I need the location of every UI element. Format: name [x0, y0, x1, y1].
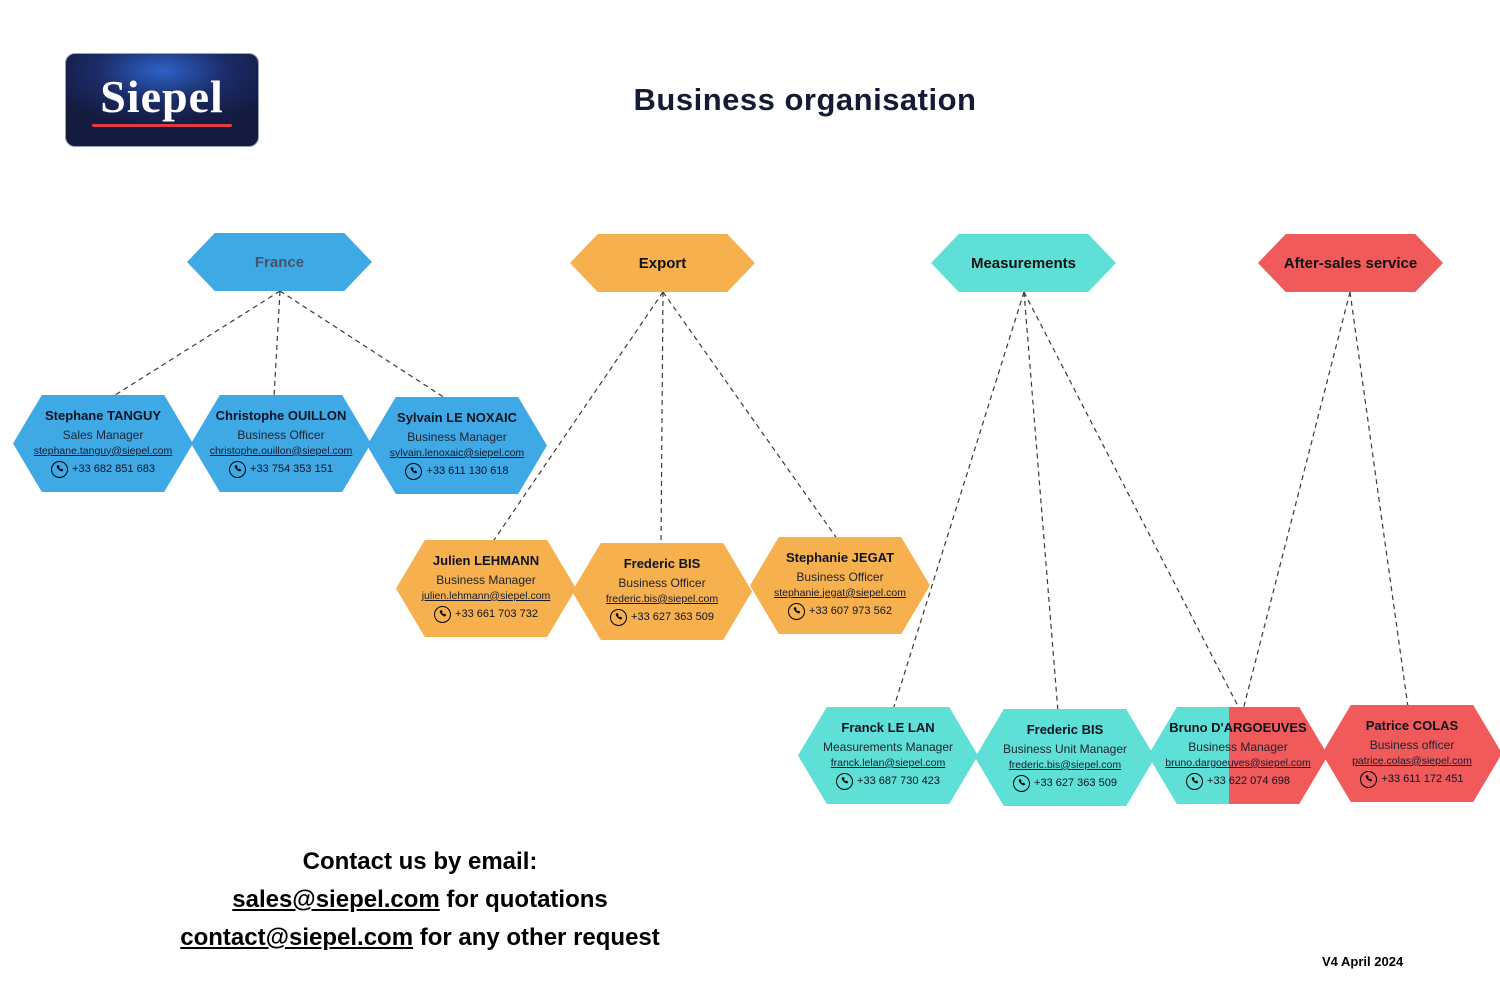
person-email-link[interactable]: franck.lelan@siepel.com: [830, 756, 946, 769]
person-phone-number: +33 661 703 732: [455, 608, 538, 621]
person-phone-number: +33 627 363 509: [1034, 777, 1117, 790]
siepel-logo: Siepel: [65, 53, 259, 147]
category-label-france: France: [254, 253, 305, 271]
person-email-link[interactable]: julien.lehmann@siepel.com: [421, 589, 551, 602]
phone-icon: [836, 772, 854, 790]
person-phone-number: +33 687 730 423: [857, 775, 940, 788]
siepel-logo-text: Siepel: [100, 70, 224, 122]
person-name: Frederic BIS: [623, 556, 701, 572]
phone-icon: [51, 460, 69, 478]
person-email-link[interactable]: christophe.ouillon@siepel.com: [209, 444, 353, 457]
person-email-link[interactable]: stephane.tanguy@siepel.com: [33, 444, 173, 457]
person-name: Bruno D'ARGOEUVES: [1169, 720, 1307, 736]
person-card-patrice-colas: Patrice COLAS Business officer patrice.c…: [1322, 705, 1500, 802]
person-email-link[interactable]: patrice.colas@siepel.com: [1352, 754, 1472, 767]
phone-icon: [405, 462, 423, 480]
category-hex-france: France: [187, 233, 372, 291]
person-phone: +33 622 074 698: [1186, 772, 1290, 790]
phone-icon: [610, 608, 628, 626]
person-role: Business officer: [1369, 738, 1455, 753]
sales-suffix: for quotations: [439, 886, 608, 913]
person-name: Frederic BIS: [1026, 722, 1104, 738]
category-hex-measurements: Measurements: [931, 234, 1116, 292]
contact-sales-line: sales@siepel.com for quotations: [30, 886, 810, 914]
person-card-franck-le-lan: Franck LE LAN Measurements Manager franc…: [798, 707, 978, 804]
person-role: Business Manager: [1188, 740, 1288, 755]
person-name: Franck LE LAN: [841, 720, 935, 736]
category-label-export: Export: [638, 254, 687, 272]
person-role: Business Manager: [436, 573, 536, 588]
person-card-sylvain-le-noxaic: Sylvain LE NOXAIC Business Manager sylva…: [367, 397, 547, 494]
person-phone-number: +33 611 130 618: [426, 465, 509, 478]
person-role: Business Officer: [618, 576, 706, 591]
category-hex-after-sales: After-sales service: [1258, 234, 1443, 292]
person-name: Sylvain LE NOXAIC: [397, 410, 517, 426]
phone-icon: [788, 602, 806, 620]
person-name: Stephanie JEGAT: [785, 550, 895, 566]
person-name: Stephane TANGUY: [44, 408, 162, 424]
person-card-julien-lehmann: Julien LEHMANN Business Manager julien.l…: [396, 540, 576, 637]
person-role: Business Officer: [796, 570, 884, 585]
person-card-stephanie-jegat: Stephanie JEGAT Business Officer stephan…: [750, 537, 930, 634]
category-label-after-sales: After-sales service: [1283, 254, 1418, 272]
person-phone-number: +33 627 363 509: [631, 611, 714, 624]
phone-icon: [1013, 774, 1031, 792]
phone-icon: [434, 605, 452, 623]
person-card-bruno-dargoeuves: Bruno D'ARGOEUVES Business Manager bruno…: [1148, 707, 1328, 804]
person-email-link[interactable]: stephanie.jegat@siepel.com: [773, 586, 907, 599]
person-card-frederic-bis-measurements: Frederic BIS Business Unit Manager frede…: [975, 709, 1155, 806]
sales-email-link[interactable]: sales@siepel.com: [232, 886, 440, 913]
person-phone: +33 611 172 451: [1360, 770, 1464, 788]
person-phone: +33 661 703 732: [434, 605, 538, 623]
person-phone: +33 687 730 423: [836, 772, 940, 790]
person-phone-number: +33 607 973 562: [809, 605, 892, 618]
person-phone: +33 627 363 509: [610, 608, 714, 626]
person-name: Patrice COLAS: [1365, 718, 1459, 734]
person-name: Christophe OUILLON: [215, 408, 347, 424]
person-phone-number: +33 611 172 451: [1381, 773, 1464, 786]
person-role: Business Officer: [237, 428, 325, 443]
person-card-stephane-tanguy: Stephane TANGUY Sales Manager stephane.t…: [13, 395, 193, 492]
person-email-link[interactable]: frederic.bis@siepel.com: [605, 592, 719, 605]
person-phone: +33 611 130 618: [405, 462, 509, 480]
contact-email-link[interactable]: contact@siepel.com: [180, 924, 414, 951]
person-phone: +33 607 973 562: [788, 602, 892, 620]
category-label-measurements: Measurements: [970, 254, 1077, 272]
person-role: Measurements Manager: [822, 740, 954, 755]
person-role: Business Unit Manager: [1002, 742, 1128, 757]
contact-block: Contact us by email: sales@siepel.com fo…: [30, 848, 810, 962]
person-role: Sales Manager: [62, 428, 144, 443]
person-card-christophe-ouillon: Christophe OUILLON Business Officer chri…: [191, 395, 371, 492]
contact-suffix: for any other request: [413, 924, 660, 951]
person-phone: +33 682 851 683: [51, 460, 155, 478]
person-email-link[interactable]: bruno.dargoeuves@siepel.com: [1165, 756, 1311, 769]
person-phone: +33 754 353 151: [229, 460, 333, 478]
version-label: V4 April 2024: [1322, 954, 1404, 969]
person-email-link[interactable]: frederic.bis@siepel.com: [1008, 758, 1122, 771]
phone-icon: [229, 460, 247, 478]
person-card-frederic-bis-export: Frederic BIS Business Officer frederic.b…: [572, 543, 752, 640]
person-phone-number: +33 622 074 698: [1207, 775, 1290, 788]
phone-icon: [1360, 770, 1378, 788]
person-phone-number: +33 754 353 151: [250, 463, 333, 476]
siepel-logo-underline: [92, 123, 232, 127]
contact-other-line: contact@siepel.com for any other request: [30, 924, 810, 952]
contact-heading: Contact us by email:: [302, 848, 538, 875]
category-hex-export: Export: [570, 234, 755, 292]
person-phone: +33 627 363 509: [1013, 774, 1117, 792]
page-title: Business organisation: [633, 82, 977, 117]
phone-icon: [1186, 772, 1204, 790]
person-phone-number: +33 682 851 683: [72, 463, 155, 476]
person-name: Julien LEHMANN: [432, 553, 540, 569]
person-role: Business Manager: [407, 430, 507, 445]
person-email-link[interactable]: sylvain.lenoxaic@siepel.com: [389, 446, 525, 459]
